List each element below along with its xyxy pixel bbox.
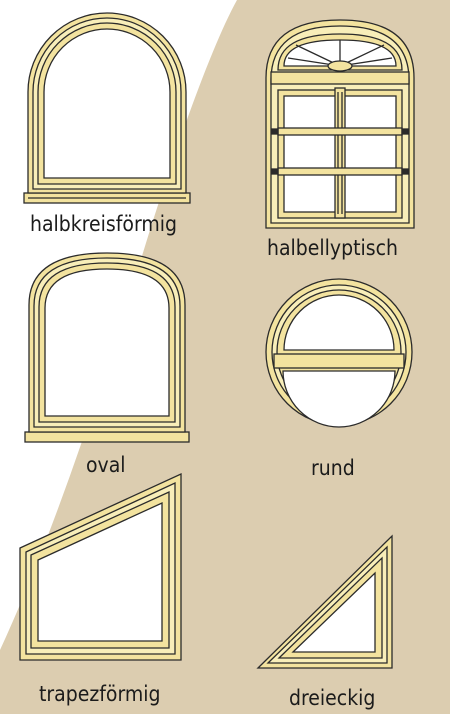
label-oval: oval bbox=[86, 455, 126, 476]
label-halbellyptisch: halbellyptisch bbox=[267, 238, 398, 259]
label-halbkreisfoermig: halbkreisförmig bbox=[30, 214, 177, 235]
label-rund: rund bbox=[311, 458, 355, 479]
label-trapezfoermig: trapezförmig bbox=[39, 684, 161, 705]
window-halbelly bbox=[266, 20, 414, 228]
window-oval bbox=[25, 253, 189, 442]
window-rund bbox=[266, 279, 412, 427]
label-dreieckig: dreieckig bbox=[289, 688, 375, 709]
window-halbkreis bbox=[24, 13, 190, 203]
